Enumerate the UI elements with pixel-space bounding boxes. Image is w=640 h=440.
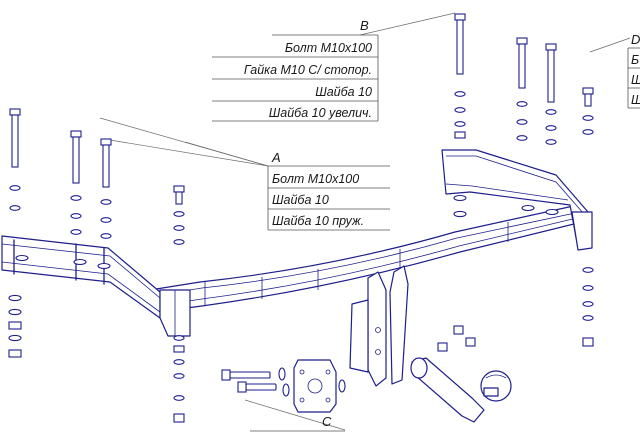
left-mounting-bracket	[1, 235, 191, 337]
leader-lines	[99, 12, 631, 431]
callout-d: D Б Ш Ш	[627, 32, 640, 109]
callout-a-letter: A	[271, 150, 281, 165]
callout-a: A Болт М10х100 Шайба 10 Шайба 10 пруж.	[267, 150, 390, 231]
callout-d-item: Ш	[631, 73, 640, 87]
callout-b-item: Шайба 10 увелич.	[269, 106, 372, 120]
main-cross-beam	[149, 204, 583, 313]
callout-b: B Болт М10х100 Гайка М10 С/ стопор. Шайб…	[212, 18, 379, 122]
callout-d-item: Б	[631, 53, 639, 67]
callout-a-item: Шайба 10 пруж.	[272, 214, 364, 228]
washers-and-nuts	[8, 91, 594, 423]
callout-b-item: Гайка М10 С/ стопор.	[244, 63, 372, 77]
socket-plate	[293, 359, 337, 413]
right-mounting-bracket	[441, 149, 593, 251]
central-tow-bracket	[349, 265, 409, 387]
callout-b-letter: B	[360, 18, 369, 33]
vertical-bolts	[9, 13, 594, 205]
callout-b-item: Шайба 10	[315, 85, 372, 99]
callout-d-item: Ш	[631, 93, 640, 107]
callout-d-letter: D	[631, 32, 640, 47]
callout-c: C	[250, 414, 345, 432]
callout-a-item: Шайба 10	[272, 193, 329, 207]
bolt-set-c	[221, 325, 476, 397]
callout-b-item: Болт М10х100	[285, 41, 372, 55]
callout-a-item: Болт М10х100	[272, 172, 359, 186]
tow-ball-arm	[410, 357, 512, 423]
callout-c-letter: C	[322, 414, 332, 429]
